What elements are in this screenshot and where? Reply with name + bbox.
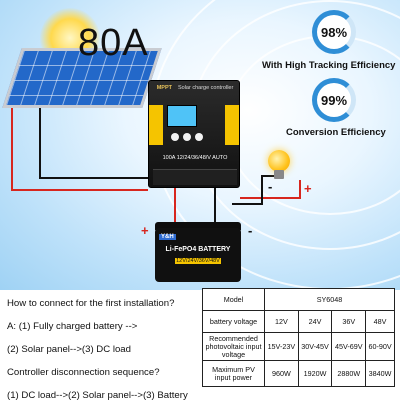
controller-accent-left (149, 105, 163, 145)
table-cell: 1920W (297, 360, 333, 387)
controller-accent-right (225, 105, 239, 145)
light-bulb-icon (268, 150, 290, 172)
panel-positive-wire (11, 108, 148, 191)
panel-negative-wire (39, 108, 148, 179)
row-label: Maximum PV input power (202, 360, 265, 387)
conversion-efficiency-label: Conversion Efficiency (286, 127, 386, 138)
controller-model-text: 100A 12/24/36/48/V AUTO (162, 155, 228, 161)
table-cell: 60-90V (365, 332, 395, 361)
battery-top (155, 222, 241, 230)
controller-header: MPPT Solar charge controller (149, 85, 241, 91)
model-value: SY6048 (264, 288, 395, 311)
table-cell: 960W (264, 360, 299, 387)
table-cell: 3840W (365, 360, 395, 387)
controller-button-2 (183, 133, 191, 141)
controller-terminal-block (153, 169, 237, 185)
battery-brand: Y&H (159, 234, 176, 240)
table-row: Model SY6048 (202, 288, 395, 311)
controller-button-3 (195, 133, 203, 141)
load-positive-wire (240, 180, 301, 199)
controller-button-1 (171, 133, 179, 141)
spec-table: Model SY6048 battery voltage 12V 24V 36V… (202, 288, 395, 387)
battery-voltage: 12V/24V/36V/48V (175, 258, 221, 264)
load-plus-sign: + (304, 181, 312, 196)
battery-minus-sign: - (248, 223, 253, 238)
table-cell: 15V-23V (264, 332, 299, 361)
battery-name: Li-FePO4 BATTERY (165, 246, 231, 253)
current-rating-title: 80A (78, 22, 149, 64)
instruction-step-b: (2) Solar panel-->(3) DC load (7, 344, 131, 355)
tracking-efficiency-value: 98% (320, 24, 348, 40)
product-scene: 80A 98% With High Tracking Efficiency 99… (0, 0, 400, 290)
table-cell: 2880W (331, 360, 367, 387)
instruction-question-2: Controller disconnection sequence? (7, 367, 160, 378)
table-row: Recommended photovoltaic input voltage 1… (202, 332, 395, 361)
installation-instructions: How to connect for the first installatio… (7, 292, 202, 400)
table-row: Maximum PV input power 960W 1920W 2880W … (202, 360, 395, 387)
table-cell: 12V (264, 310, 299, 333)
conversion-efficiency-badge: 99% (312, 78, 356, 122)
row-label: battery voltage (202, 310, 265, 333)
controller-brand: MPPT (156, 85, 172, 91)
charge-controller: MPPT Solar charge controller 100A 12/24/3… (148, 80, 240, 188)
instruction-disconnect: (1) DC load-->(2) Solar panel-->(3) Batt… (7, 390, 188, 400)
table-row: battery voltage 12V 24V 36V 48V (202, 310, 395, 333)
battery-plus-sign: + (141, 223, 149, 238)
load-minus-sign: - (268, 179, 273, 194)
row-label: Recommended photovoltaic input voltage (202, 332, 265, 361)
load-negative-wire (232, 175, 276, 205)
tracking-efficiency-label: With High Tracking Efficiency (262, 60, 396, 71)
table-cell: 24V (297, 310, 333, 333)
instruction-step-a: A: (1) Fully charged battery --> (7, 321, 138, 332)
table-cell: 30V-45V (297, 332, 333, 361)
table-cell: 45V-69V (331, 332, 367, 361)
lifepo4-battery: Y&H Li-FePO4 BATTERY 12V/24V/36V/48V (155, 228, 241, 282)
tracking-efficiency-badge: 98% (312, 10, 356, 54)
conversion-efficiency-value: 99% (320, 92, 348, 108)
wiring-diagram (11, 108, 301, 222)
table-cell: 36V (331, 310, 367, 333)
instruction-question-1: How to connect for the first installatio… (7, 298, 175, 309)
table-cell: 48V (365, 310, 395, 333)
model-label: Model (202, 288, 265, 311)
controller-name: Solar charge controller (177, 85, 234, 91)
controller-lcd-screen (167, 105, 197, 127)
light-bulb-base (274, 170, 284, 179)
